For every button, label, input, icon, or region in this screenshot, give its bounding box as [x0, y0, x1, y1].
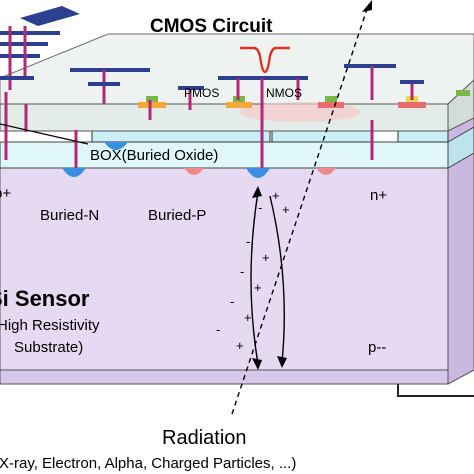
box-layer — [0, 141, 449, 169]
sensor-subtitle-line2: Substrate) — [14, 339, 83, 356]
electron-drift-arrow — [269, 195, 285, 363]
si-sensor-substrate — [0, 167, 449, 377]
metal-stack — [0, 6, 80, 160]
radiation-types-label: (X-ray, Electron, Alpha, Charged Particl… — [0, 455, 296, 472]
radiation-label: Radiation — [162, 427, 247, 449]
signal-pulse-icon — [240, 46, 290, 74]
hole-charge: + — [236, 338, 244, 353]
hole-charge: + — [262, 250, 270, 265]
charge-carriers: +-+-+-+-+-+ — [216, 188, 290, 353]
box-layer-side — [447, 126, 474, 169]
electron-charge: - — [246, 234, 250, 249]
substrate-bottom-strip — [0, 369, 449, 385]
buried-p-well — [316, 168, 336, 175]
box-block — [397, 130, 449, 143]
electron-charge: - — [240, 264, 244, 279]
buried-p-well — [184, 168, 204, 175]
electron-drift-arrow-head — [277, 356, 287, 368]
electron-charge: - — [230, 294, 234, 309]
box-leader-line — [0, 123, 89, 145]
nmos-label: NMOS — [266, 86, 302, 100]
pmos-label: PMOS — [184, 86, 219, 100]
box-block — [91, 130, 271, 143]
p-plus-label: p+ — [0, 185, 11, 202]
pmos-transistor — [138, 96, 166, 108]
nmos-transistor — [318, 96, 344, 108]
hole-drift-arrow — [250, 191, 259, 365]
backside-electrode — [397, 384, 474, 397]
buried-n-well — [62, 168, 86, 177]
electron-charge: - — [258, 200, 262, 215]
buried-p-label: Buried-P — [148, 207, 206, 224]
diagram-title: CMOS Circuit — [150, 16, 273, 37]
hole-charge: + — [282, 202, 290, 217]
circuit-layer-front — [0, 103, 449, 132]
transistor — [456, 90, 470, 96]
buried-n-well — [104, 142, 128, 150]
p-minus-label: p-- — [368, 339, 386, 356]
radiation-arrow-head — [362, 0, 372, 12]
sensor-subtitle-line1: (High Resistivity — [0, 317, 100, 334]
buried-n-label: Buried-N — [40, 207, 99, 224]
circuit-layer-top — [0, 33, 474, 105]
electron-charge: - — [216, 322, 220, 337]
box-block — [271, 130, 373, 143]
box-label: BOX(Buried Oxide) — [90, 147, 218, 164]
n-plus-label: n+ — [370, 187, 387, 204]
hole-charge: + — [254, 280, 262, 295]
hole-drift-arrow-tail — [252, 186, 262, 198]
buried-n-well — [246, 168, 270, 178]
hole-drift-arrow-head — [252, 358, 262, 370]
metal-interconnect — [24, 64, 424, 168]
hole-charge: + — [272, 188, 280, 203]
hole-charge: + — [244, 310, 252, 325]
sensor-title: Si Sensor — [0, 286, 90, 311]
